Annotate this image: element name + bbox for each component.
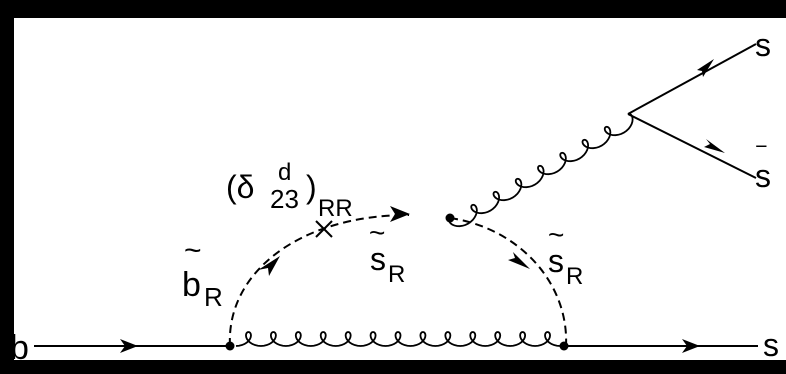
label-b-in: b — [14, 329, 29, 360]
sbar-arrow — [704, 139, 725, 153]
s-top-line — [627, 43, 757, 115]
label-sR-right-base: s — [548, 243, 564, 279]
label-sR-right-sub: R — [566, 263, 583, 290]
label-sR-mid-tilde: ~ — [369, 217, 385, 248]
label-delta-sub: 23 — [270, 184, 299, 214]
label-delta-close: ) — [306, 169, 317, 205]
squark-arc-left — [228, 214, 410, 347]
label-sbar-bar: ‾ — [756, 142, 767, 172]
vertex-right — [559, 341, 569, 351]
label-bR-tilde: ~ — [184, 234, 202, 267]
bR-squark-arrow — [258, 256, 280, 276]
label-bR-sub: R — [204, 282, 223, 312]
gluon-propagator-top — [448, 112, 634, 228]
feynman-diagram-canvas: b s s ‾ s ~ b R (δ d 23 ) RR ~ s R ~ s R — [14, 18, 786, 360]
sbar-line — [627, 113, 757, 179]
gluon-propagator-bottom — [235, 331, 561, 347]
s-quark-out-arrow — [682, 339, 700, 353]
mass-insertion-cross-b — [315, 220, 333, 238]
label-delta-sup: d — [278, 159, 291, 186]
label-sbar: s — [755, 158, 771, 194]
b-quark-arrow — [120, 339, 138, 353]
label-delta-open: (δ — [226, 169, 254, 205]
s-top-arrow — [697, 59, 714, 77]
label-sR-mid-base: s — [370, 241, 386, 277]
label-s-top: s — [755, 27, 771, 63]
label-bR-base: b — [182, 266, 201, 304]
vertex-left — [225, 341, 235, 351]
label-s-out: s — [763, 327, 779, 360]
squark-arc-right — [449, 217, 568, 347]
vertex-gluon-emission — [445, 213, 455, 223]
label-sR-mid-sub: R — [388, 261, 405, 288]
label-sR-right-tilde: ~ — [548, 219, 564, 250]
sR-squark-arrow — [390, 206, 410, 222]
label-delta-RR: RR — [318, 195, 353, 222]
feynman-diagram: b s s ‾ s ~ b R (δ d 23 ) RR ~ s R ~ s R — [14, 27, 779, 360]
sR-right-squark-arrow — [508, 252, 530, 269]
